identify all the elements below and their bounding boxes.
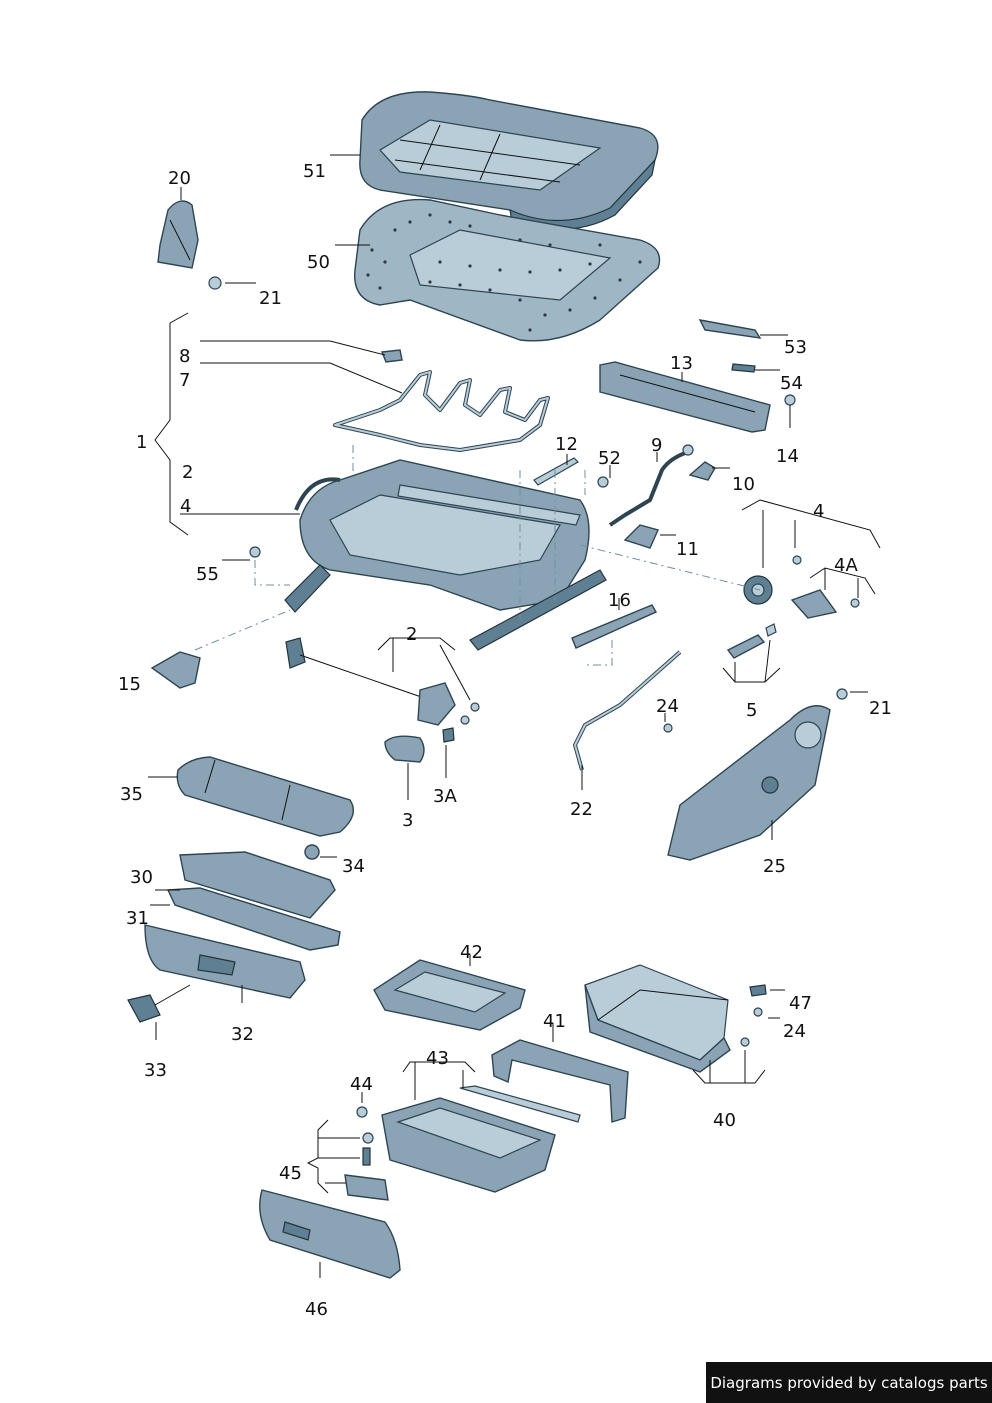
part-11-bracket	[623, 524, 659, 549]
label-24-right: 24	[783, 1021, 806, 1042]
label-46: 46	[305, 1299, 328, 1320]
part-13-rail	[599, 361, 771, 433]
label-55: 55	[196, 564, 219, 585]
part-labels: 51 50 20 21 8 7 1 2 4 55 15 13 53 54 14 …	[118, 161, 892, 1320]
label-16: 16	[608, 590, 631, 611]
part-4-seat-frame	[284, 459, 607, 651]
label-11: 11	[676, 539, 699, 560]
label-42: 42	[460, 942, 483, 963]
label-52: 52	[598, 448, 621, 469]
label-41: 41	[543, 1011, 566, 1032]
part-4A-bracket	[790, 589, 838, 619]
part-45-lock-set	[344, 1132, 389, 1201]
label-43: 43	[426, 1048, 449, 1069]
label-32: 32	[231, 1024, 254, 1045]
part-46-drawer-front	[259, 1189, 401, 1279]
label-22: 22	[570, 799, 593, 820]
part-53-clip	[698, 319, 762, 339]
part-3A-clip	[442, 727, 455, 743]
part-35-front-cushion	[176, 756, 354, 837]
part-55-screw	[249, 546, 261, 558]
label-30: 30	[130, 867, 153, 888]
label-10: 10	[732, 474, 755, 495]
part-21-screw-right	[836, 688, 848, 700]
label-44: 44	[350, 1074, 373, 1095]
part-43-drawer	[381, 1085, 581, 1193]
label-24-mid: 24	[656, 696, 679, 717]
part-50-foam-pad	[354, 198, 661, 342]
label-54: 54	[780, 373, 803, 394]
part-22-wire-frame	[573, 650, 682, 771]
part-52-screw	[597, 476, 609, 488]
label-50: 50	[307, 252, 330, 273]
label-5: 5	[746, 700, 757, 721]
label-47: 47	[789, 993, 812, 1014]
part-47-clip	[749, 984, 767, 997]
part-screws-4	[792, 555, 860, 608]
part-41-bracket	[491, 1039, 629, 1123]
label-3A: 3A	[433, 786, 457, 807]
part-54-connector	[731, 363, 756, 373]
part-31-plate	[166, 887, 341, 951]
leader-lines	[148, 154, 881, 1278]
footer-credit: Diagrams provided by catalogs parts	[706, 1362, 992, 1403]
part-12-rod	[533, 457, 579, 486]
part-2-height-adjuster	[285, 637, 480, 726]
label-13: 13	[670, 353, 693, 374]
label-35: 35	[120, 784, 143, 805]
part-25-side-trim	[667, 705, 831, 861]
part-32-front-trim	[144, 924, 306, 999]
label-7: 7	[179, 370, 190, 391]
label-20: 20	[168, 168, 191, 189]
label-21-right: 21	[869, 698, 892, 719]
label-4-right: 4	[813, 501, 824, 522]
part-14-screw	[784, 394, 796, 406]
part-24-screw-mid	[663, 723, 673, 733]
label-4A: 4A	[834, 555, 858, 576]
part-21-screw-top	[208, 276, 222, 290]
part-30-plate	[179, 851, 336, 919]
label-45: 45	[279, 1163, 302, 1184]
label-3: 3	[402, 810, 413, 831]
label-2-adjuster: 2	[406, 624, 417, 645]
part-3-knob	[384, 735, 425, 763]
part-15-handle	[150, 651, 201, 689]
label-4-frame: 4	[180, 496, 191, 517]
label-34: 34	[342, 856, 365, 877]
part-5-lever	[726, 623, 777, 659]
part-9-cable	[608, 444, 694, 527]
part-8-clip	[381, 349, 403, 363]
part-44-screw	[356, 1106, 368, 1118]
foam-texture	[366, 213, 642, 332]
label-40: 40	[713, 1110, 736, 1131]
label-33: 33	[144, 1060, 167, 1081]
part-34-nut	[304, 844, 320, 860]
part-24-screw-right	[740, 1007, 763, 1047]
label-12: 12	[555, 434, 578, 455]
assembly-lines	[194, 445, 761, 666]
label-14: 14	[776, 446, 799, 467]
label-25: 25	[763, 856, 786, 877]
part-42-tray	[373, 959, 526, 1031]
label-9: 9	[651, 435, 662, 456]
label-53: 53	[784, 337, 807, 358]
label-51: 51	[303, 161, 326, 182]
label-8: 8	[179, 346, 190, 367]
part-33-motor	[127, 984, 191, 1023]
part-51-seat-cover	[359, 91, 659, 231]
label-1: 1	[136, 432, 147, 453]
label-21-top: 21	[259, 288, 282, 309]
label-15: 15	[118, 674, 141, 695]
part-40-box-frame	[584, 964, 731, 1073]
part-20-side-cover	[157, 200, 199, 269]
label-2-frame: 2	[182, 462, 193, 483]
part-7-spring-mat	[333, 370, 550, 452]
part-10-clip	[688, 461, 716, 481]
label-31: 31	[126, 908, 149, 929]
part-16-strip	[571, 604, 657, 649]
